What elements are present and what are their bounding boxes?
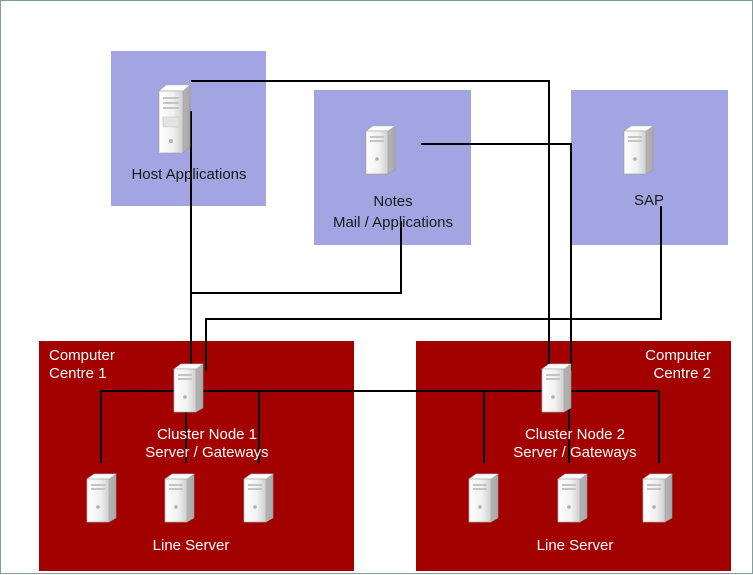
cluster-node-2-label-line1: Cluster Node 2	[525, 426, 625, 443]
line-server-2-label: Line Server	[537, 537, 614, 554]
centre-2-title-line2: Centre 2	[653, 365, 711, 382]
cluster-node-1-label-line1: Cluster Node 1	[157, 426, 257, 443]
centre-1-title-line2: Centre 1	[49, 365, 107, 382]
line-server-1a-icon	[86, 473, 117, 523]
connection-lines	[100, 80, 662, 463]
cluster-node-2-label-line2: Server / Gateways	[513, 444, 636, 461]
notes-label-line1: Notes	[373, 193, 412, 210]
link-host-to-node2	[191, 80, 550, 371]
line-server-1-label: Line Server	[153, 537, 230, 554]
centre-1-title-line1: Computer	[49, 347, 115, 364]
link-notes-to-node2	[421, 143, 572, 371]
host-applications-label: Host Applications	[131, 166, 246, 183]
line-server-2c-icon	[642, 473, 673, 523]
cluster-node-1-server-icon	[173, 363, 204, 413]
cluster-node-2-server-icon	[541, 363, 572, 413]
sap-server-icon	[623, 125, 654, 175]
sap-label: SAP	[634, 192, 664, 209]
centre-2-title-line1: Computer	[645, 347, 711, 364]
line-server-2b-icon	[557, 473, 588, 523]
computer-centre-2-box	[416, 341, 731, 571]
link-sap-to-nodes	[205, 206, 662, 371]
line-server-2a-icon	[468, 473, 499, 523]
link-notes-to-trunk	[191, 221, 402, 294]
notes-server-icon	[365, 125, 396, 175]
host-tower-server-icon	[158, 84, 191, 154]
line-server-1b-icon	[164, 473, 195, 523]
notes-label-line2: Mail / Applications	[333, 214, 453, 231]
cluster-node-1-label-line2: Server / Gateways	[145, 444, 268, 461]
line-server-1c-icon	[243, 473, 274, 523]
